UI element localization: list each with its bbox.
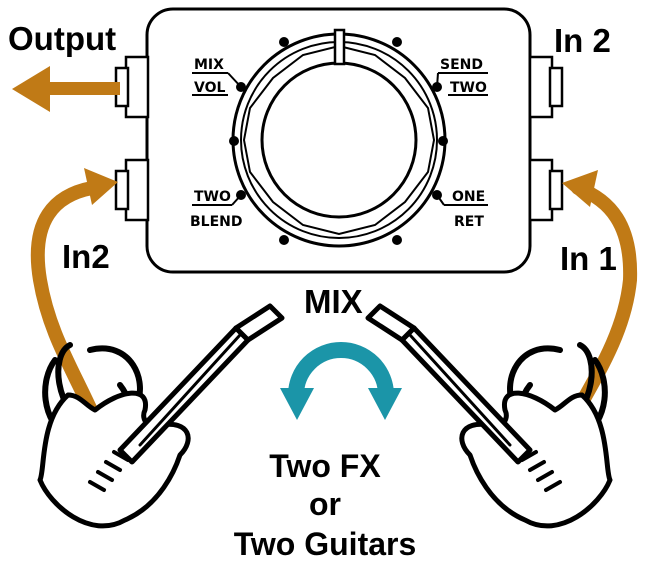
knob-label-vol: VOL xyxy=(194,80,225,96)
knob-label-blend: BLEND xyxy=(190,214,243,230)
knob-icon xyxy=(231,28,447,248)
caption-line-3: Two Guitars xyxy=(234,526,417,562)
in2-top-label: In 2 xyxy=(554,22,611,59)
guitar-icon xyxy=(365,303,613,529)
cable-arrow-icon xyxy=(562,170,638,427)
circular-arrows-icon xyxy=(280,342,402,420)
knob-label-two-top: TWO xyxy=(450,80,487,96)
jack-icon xyxy=(114,158,150,222)
caption-line-2: or xyxy=(309,486,341,522)
knob-label-two-bottom: TWO xyxy=(194,189,231,205)
in2-side-label: In2 xyxy=(62,238,110,275)
knob-label-mix: MIX xyxy=(194,57,224,73)
jack-icon xyxy=(528,158,564,222)
mix-label: MIX xyxy=(304,283,363,320)
jack-icon xyxy=(528,55,564,119)
cable-arrow-icon xyxy=(30,168,118,447)
caption-line-1: Two FX xyxy=(269,448,381,484)
output-label: Output xyxy=(8,20,116,57)
in1-label: In 1 xyxy=(560,240,617,277)
knob-label-send: SEND xyxy=(440,57,483,73)
output-arrow-icon xyxy=(12,66,120,112)
knob-label-ret: RET xyxy=(454,214,484,230)
knob-label-one: ONE xyxy=(452,189,485,205)
jack-icon xyxy=(114,55,150,119)
guitar-icon xyxy=(37,303,285,529)
